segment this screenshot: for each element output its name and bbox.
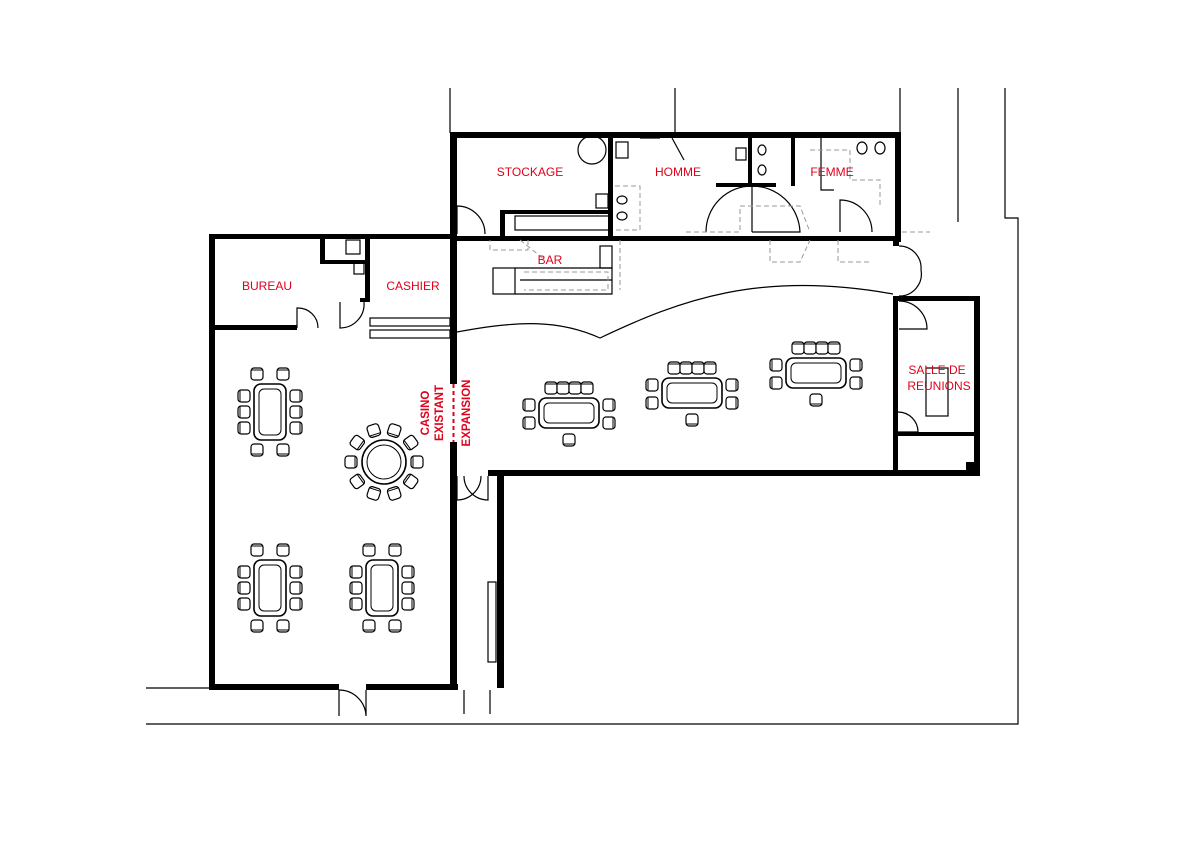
chair [544,381,558,395]
chair [725,396,739,410]
chair [645,378,659,392]
chair [827,341,841,355]
chair [362,543,376,557]
chair [401,581,415,595]
chair [237,421,251,435]
gaming-table [361,439,407,485]
chair [250,443,264,457]
chair [237,389,251,403]
chair [645,396,659,410]
chair [349,473,366,490]
chair [388,619,402,633]
chair [349,434,366,451]
zone-label-casino: CASINO [420,391,432,436]
chair [769,376,783,390]
room-label-femme: FEMME [810,165,853,179]
chair [276,443,290,457]
chair [725,378,739,392]
chair [289,597,303,611]
chair [366,423,382,438]
chair [602,416,616,430]
doors-and-fixtures [296,135,949,717]
chair [349,565,363,579]
chair [849,376,863,390]
chair [289,565,303,579]
chair [289,421,303,435]
chair [522,416,536,430]
room-label-bureau: BUREAU [242,279,292,293]
chair [237,565,251,579]
chair [289,389,303,403]
chair [289,405,303,419]
chair [769,358,783,372]
chair [250,543,264,557]
gaming-table [785,357,847,389]
gaming-table [253,383,287,441]
room-label-bar: BAR [538,253,563,267]
chair [237,597,251,611]
zone-label-existant: EXISTANT [434,385,446,441]
chair [401,565,415,579]
gaming-table [661,377,723,409]
chair [580,381,594,395]
chair [237,581,251,595]
chair [349,581,363,595]
chair [809,393,823,407]
site-boundary [146,88,1019,725]
chair [562,433,576,447]
chair [815,341,829,355]
room-label-stockage: STOCKAGE [497,165,563,179]
chair [667,361,681,375]
chair [388,543,402,557]
chair [679,361,693,375]
room-label-cashier: CASHIER [386,279,440,293]
walls [209,132,980,690]
room-label-salle-line2: REUNIONS [907,379,970,393]
gaming-table [538,397,600,429]
chair [276,367,290,381]
chair [349,597,363,611]
chair [556,381,570,395]
chair [237,405,251,419]
chair [362,619,376,633]
chair [386,486,402,501]
chair [568,381,582,395]
chair [849,358,863,372]
chair [401,597,415,611]
gaming-table [365,559,399,617]
gaming-table [253,559,287,617]
chair [522,398,536,412]
chair [402,434,419,451]
chair [344,455,358,469]
chair [250,367,264,381]
chair [386,423,402,438]
chair [289,581,303,595]
chair [691,361,705,375]
room-label-homme: HOMME [655,165,701,179]
chair [366,486,382,501]
chair [602,398,616,412]
chair [276,543,290,557]
chair [791,341,805,355]
zone-label-expansion: EXPANSION [461,380,473,447]
chair [402,473,419,490]
chair [803,341,817,355]
chair [685,413,699,427]
chair [410,455,424,469]
gaming-tables [237,341,863,633]
chair [703,361,717,375]
hidden-lines [489,149,930,291]
chair [276,619,290,633]
chair [250,619,264,633]
room-label-salle-line1: SALLE DE [908,363,965,377]
